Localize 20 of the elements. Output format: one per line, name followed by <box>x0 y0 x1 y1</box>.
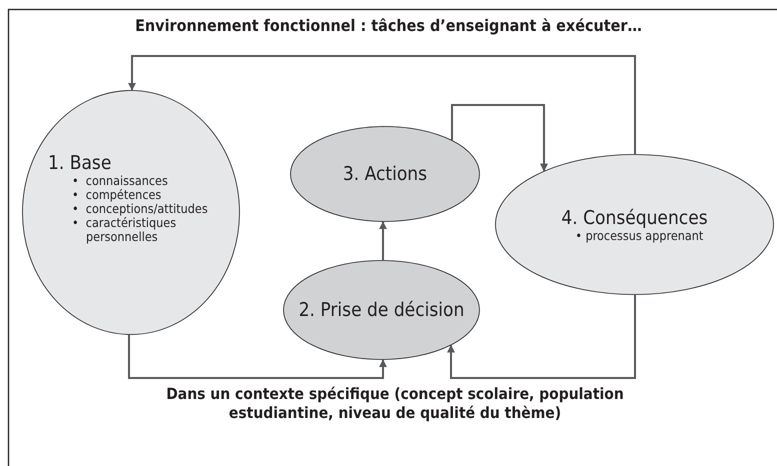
node-title: 4. Conséquences <box>561 206 708 228</box>
arrow <box>447 295 636 379</box>
bullet-item: • connaissances <box>72 174 169 188</box>
arrow <box>451 104 548 172</box>
bullet-item: • conceptions/attitudes <box>72 202 209 216</box>
ellipse-node <box>283 260 480 360</box>
arrow <box>379 221 387 260</box>
node-title: 2. Prise de décision <box>298 299 464 321</box>
arrow <box>128 55 636 154</box>
ellipse-node <box>290 126 480 222</box>
ellipse-node <box>22 90 240 335</box>
arrow <box>128 335 387 379</box>
ellipse-node <box>495 154 774 295</box>
node-title: 3. Actions <box>342 163 428 185</box>
bullet-item: • caractéristiques personnelles <box>72 216 176 244</box>
node-title: 1. Base <box>48 152 112 174</box>
bullet-item: • compétences <box>72 188 162 202</box>
context-note: Dans un contexte spécifique (concept scolaire, population estudiantine, niveau de qualité du thème) <box>165 385 625 423</box>
diagram-title: Environnement fonctionnel : tâches d’enseignant à exécuter… <box>134 16 643 35</box>
bullet-item: • processus apprenant <box>575 228 704 242</box>
